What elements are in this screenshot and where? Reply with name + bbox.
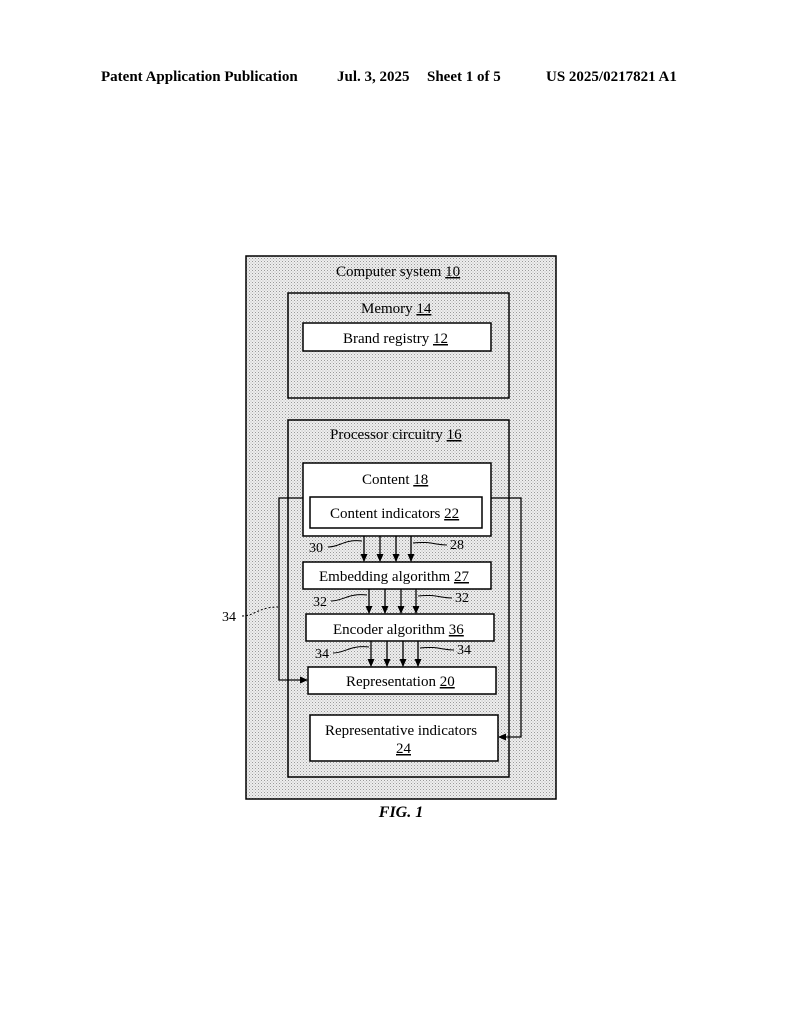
representative-indicators-box — [309, 714, 499, 762]
callout-30: 30 — [309, 541, 323, 556]
callout-34-outer: 34 — [222, 610, 236, 625]
connector-content-to-representation — [278, 497, 308, 684]
content-label: Content 18 — [362, 472, 428, 488]
representation-label: Representation 20 — [346, 674, 455, 690]
processor-circuitry-label: Processor circuitry 16 — [330, 427, 462, 443]
callout-32-right: 32 — [455, 591, 469, 606]
representation-box — [307, 666, 497, 695]
memory-label: Memory 14 — [361, 301, 432, 317]
content-indicators-label: Content indicators 22 — [330, 506, 459, 522]
figure-label: FIG. 1 — [378, 804, 424, 821]
callout-34-right: 34 — [457, 643, 471, 658]
callout-leaders — [241, 540, 455, 654]
header-publication: Patent Application Publication — [101, 69, 298, 85]
computer-system-label: Computer system 10 — [336, 264, 460, 280]
callout-34-left: 34 — [315, 647, 329, 662]
encoder-algorithm-box — [305, 613, 495, 642]
header-patent-number: US 2025/0217821 A1 — [546, 69, 677, 85]
arrows-content-to-embedding — [360, 536, 415, 562]
embedding-algorithm-box — [302, 561, 492, 590]
representative-indicators-label: Representative indicators — [325, 723, 477, 739]
callout-28: 28 — [450, 538, 464, 553]
embedding-algorithm-label: Embedding algorithm 27 — [319, 569, 469, 585]
representative-indicators-ref: 24 — [396, 741, 412, 757]
header-sheet: Sheet 1 of 5 — [427, 69, 501, 85]
arrows-encoder-to-representation — [367, 641, 422, 667]
connector-content-to-representative-indicators — [491, 497, 522, 741]
arrows-embedding-to-encoder — [365, 589, 420, 614]
content-indicators-box — [309, 496, 483, 529]
brand-registry-label: Brand registry 12 — [343, 331, 448, 347]
header-date: Jul. 3, 2025 — [337, 69, 410, 85]
brand-registry-box — [302, 322, 492, 352]
callout-32-left: 32 — [313, 595, 327, 610]
encoder-algorithm-label: Encoder algorithm 36 — [333, 622, 464, 638]
